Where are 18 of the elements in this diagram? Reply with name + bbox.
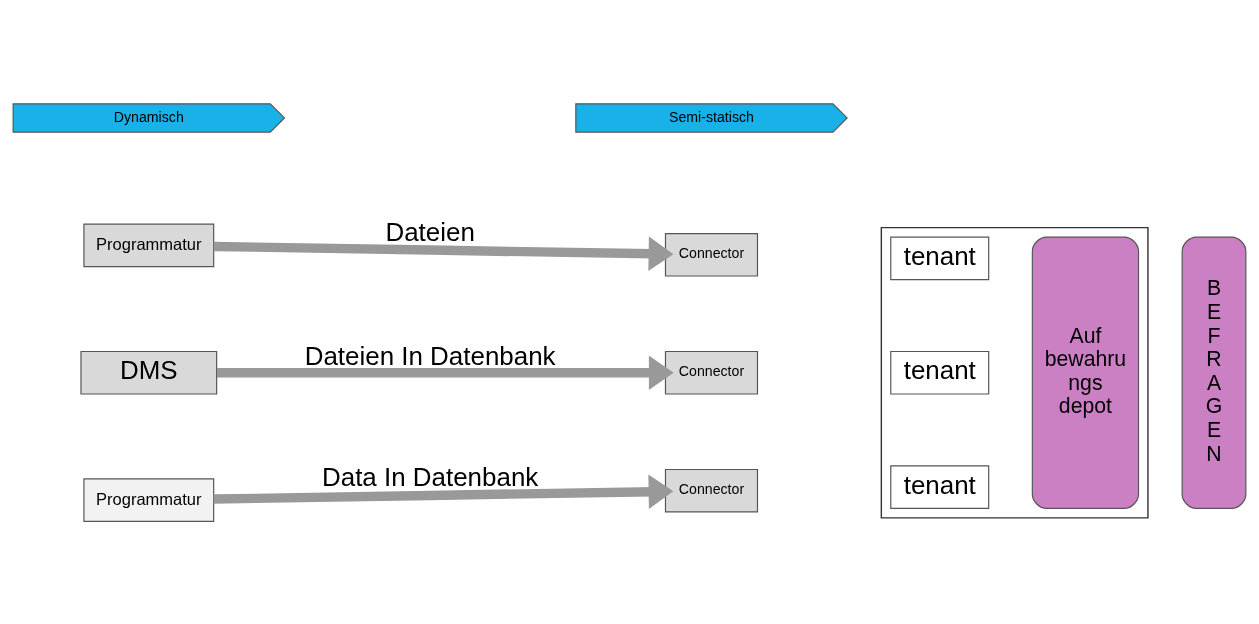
node-box: Connector bbox=[664, 350, 759, 395]
node-box: B E F R A G E N bbox=[1181, 236, 1247, 509]
node-box: tenant bbox=[890, 465, 990, 509]
node-box: Programmatur bbox=[83, 223, 215, 268]
node-box: Connector bbox=[664, 232, 759, 277]
node-box: Connector bbox=[664, 468, 759, 513]
arrow bbox=[213, 474, 674, 510]
edge-label: Data In Datenbank bbox=[321, 462, 539, 491]
edge-label: Dateien bbox=[385, 218, 475, 247]
node-box: Auf bewahru ngs depot bbox=[1031, 236, 1140, 509]
node-box: DMS bbox=[80, 350, 218, 395]
node-box: tenant bbox=[890, 236, 990, 281]
arrow bbox=[217, 355, 674, 391]
edge-label: Dateien In Datenbank bbox=[304, 342, 556, 371]
node-box: tenant bbox=[890, 350, 990, 395]
arrow bbox=[213, 236, 674, 272]
node-box: Programmatur bbox=[83, 478, 215, 522]
cluster bbox=[880, 226, 1149, 519]
